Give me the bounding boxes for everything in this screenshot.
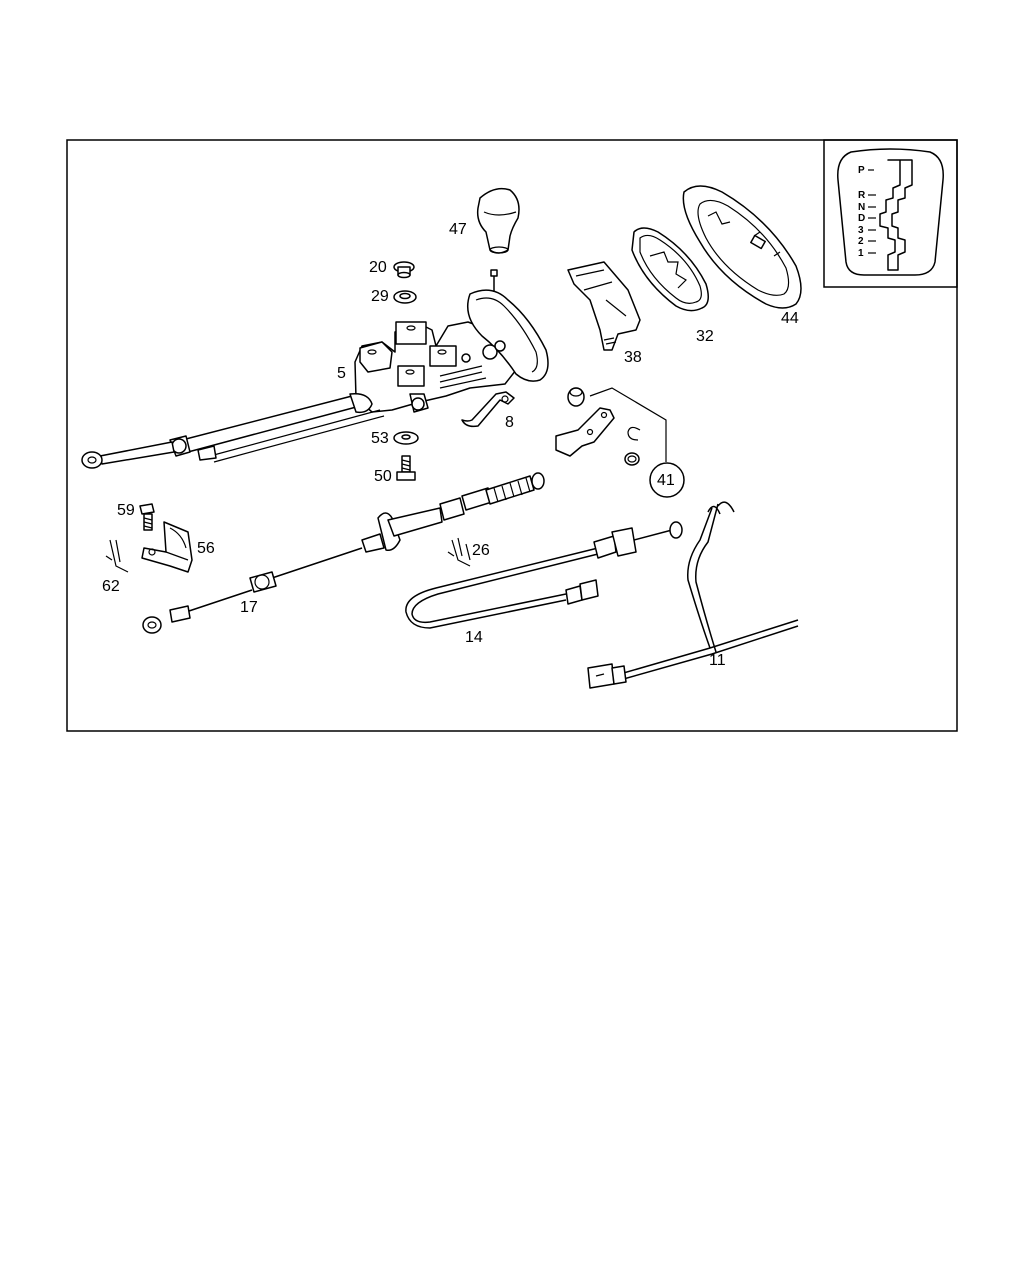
gate-label-2: 2 — [858, 236, 864, 247]
part-41-callout-circle — [649, 462, 685, 498]
gear-gate-inset: P R N D 3 2 1 — [837, 148, 944, 276]
part-32-cover — [631, 227, 709, 312]
part-62-clip — [105, 539, 129, 573]
label-part-14: 14 — [465, 629, 483, 646]
label-part-62: 62 — [102, 578, 120, 595]
label-part-56: 56 — [197, 540, 215, 557]
part-47-knob — [476, 187, 520, 254]
label-part-26: 26 — [472, 542, 490, 559]
gate-label-1: 1 — [858, 248, 864, 259]
gate-inset-frame — [823, 139, 958, 288]
gate-label-p: P — [858, 165, 865, 176]
label-part-50: 50 — [374, 468, 392, 485]
label-part-5: 5 — [337, 365, 346, 382]
label-part-11: 11 — [709, 652, 726, 669]
part-14-cable — [405, 521, 683, 629]
label-part-53: 53 — [371, 430, 389, 447]
label-part-20: 20 — [369, 259, 387, 276]
part-17-cable — [142, 472, 545, 634]
gate-label-n: N — [858, 202, 865, 213]
part-20-grommet — [393, 261, 415, 279]
diagram-frame — [66, 139, 958, 732]
label-part-44: 44 — [781, 310, 799, 327]
label-part-17: 17 — [240, 599, 258, 616]
label-part-47: 47 — [449, 221, 467, 238]
gate-label-3: 3 — [858, 225, 864, 236]
label-part-29: 29 — [371, 288, 389, 305]
part-50-bolt — [396, 455, 416, 481]
gate-label-r: R — [858, 190, 866, 201]
part-8-bracket — [461, 391, 515, 428]
part-38-switch — [567, 261, 641, 351]
part-56-bracket — [141, 521, 193, 573]
label-part-32: 32 — [696, 328, 714, 345]
label-part-8: 8 — [505, 414, 514, 431]
part-11-harness — [587, 501, 799, 689]
label-part-59: 59 — [117, 502, 135, 519]
label-part-41: 41 — [657, 472, 675, 489]
part-53-washer — [393, 431, 419, 445]
part-59-bolt — [139, 503, 155, 531]
part-41-kit — [555, 387, 685, 498]
part-26-clip — [447, 537, 471, 567]
label-part-38: 38 — [624, 349, 642, 366]
part-5-shifter-assembly — [354, 269, 549, 413]
part-29-washer — [393, 290, 417, 304]
gate-label-d: D — [858, 213, 865, 224]
part-44-bezel — [682, 185, 802, 309]
part-5-cables — [81, 392, 385, 469]
